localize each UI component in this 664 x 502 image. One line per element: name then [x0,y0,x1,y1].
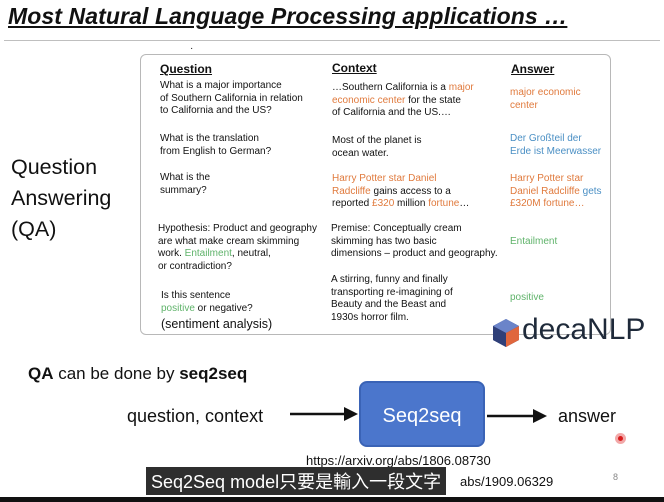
cell-line: reported £320 million fortune… [332,198,470,210]
cell-line: …Southern California is a major [332,82,474,93]
cell-line: dimensions – product and geography. [331,248,498,260]
row-1-question: What is a major importance of Southern C… [160,80,303,117]
cell-line: are what make cream skimming [158,235,300,247]
column-header-answer: Answer [511,62,555,76]
cell-line: 1930s horror film. [331,312,409,324]
seq2seq-box: Seq2seq [359,381,485,447]
cell-line: Most of the planet is [332,135,422,146]
video-caption: Seq2Seq model只要是輸入一段文字 [146,467,447,495]
cell-line: Harry Potter star Daniel [332,173,437,184]
bottom-bar [0,497,664,502]
flow-input-label: question, context [127,406,264,426]
cell-line: Erde ist Meerwasser [510,145,602,157]
row-4-answer: Entailment [510,236,557,249]
title-divider [4,40,660,41]
qa-label-line: Question [11,155,98,179]
cell-line: transporting re-imagining of [331,286,453,298]
qa-label-line: (QA) [11,217,57,241]
cell-line: or contradiction? [158,261,232,273]
cell-line: skimming has two basic [331,235,437,247]
cell-line: Entailment [510,236,558,247]
page-number: 8 [613,472,619,482]
reference-url-1[interactable]: https://arxiv.org/abs/1806.08730 [306,453,491,468]
cell-line: Premise: Conceptually cream [331,223,462,234]
cell-line: work. Entailment, neutral, [158,248,271,260]
column-header-context: Context [332,61,377,75]
qa-label-line: Answering [11,186,112,210]
cell-line: center [510,99,538,111]
cell-line: Beauty and the Beast and [331,299,447,311]
reference-url-2[interactable]: abs/1909.06329 [460,474,554,489]
cell-line: Daniel Radcliffe gets [510,185,602,197]
cell-line: positive or negative? [161,302,253,314]
flow-output-label: answer [558,406,617,426]
cell-line: positive [510,292,544,303]
cell-line: ocean water. [332,147,389,159]
slide-title: Most Natural Language Processing applica… [8,3,568,29]
sentiment-note: (sentiment analysis) [161,317,273,331]
cell-line: of California and the US.… [332,107,451,119]
laser-pointer-icon [615,433,626,444]
qa-statement: QA can be done by seq2seq [28,364,248,383]
cell-line: Is this sentence [161,290,231,301]
cell-line: Harry Potter star [510,173,584,184]
examples-panel [140,54,611,335]
row-5-answer: positive [510,292,544,305]
decanlp-logo-icon [493,319,519,347]
cell-line: economic center for the state [332,94,461,106]
cell-line: A stirring, funny and finally [331,274,448,285]
arrow-right-icon [487,409,547,423]
cell-line: Radcliffe gains access to a [332,185,451,197]
row-2-question: What is the translation from English to … [160,133,272,157]
cell-line: Der Großteil der [510,133,582,144]
row-3-question: What is the summary? [160,172,211,196]
stray-dot: · [190,43,194,54]
column-header-question: Question [160,62,213,76]
cell-line: major economic [510,87,581,98]
arrow-right-icon [290,407,358,421]
decanlp-logo-text: decaNLP [522,313,646,346]
cell-line: £320M fortune… [510,198,585,210]
qa-side-label: Question Answering (QA) [11,152,111,245]
cell-line: Hypothesis: Product and geography [158,223,317,234]
